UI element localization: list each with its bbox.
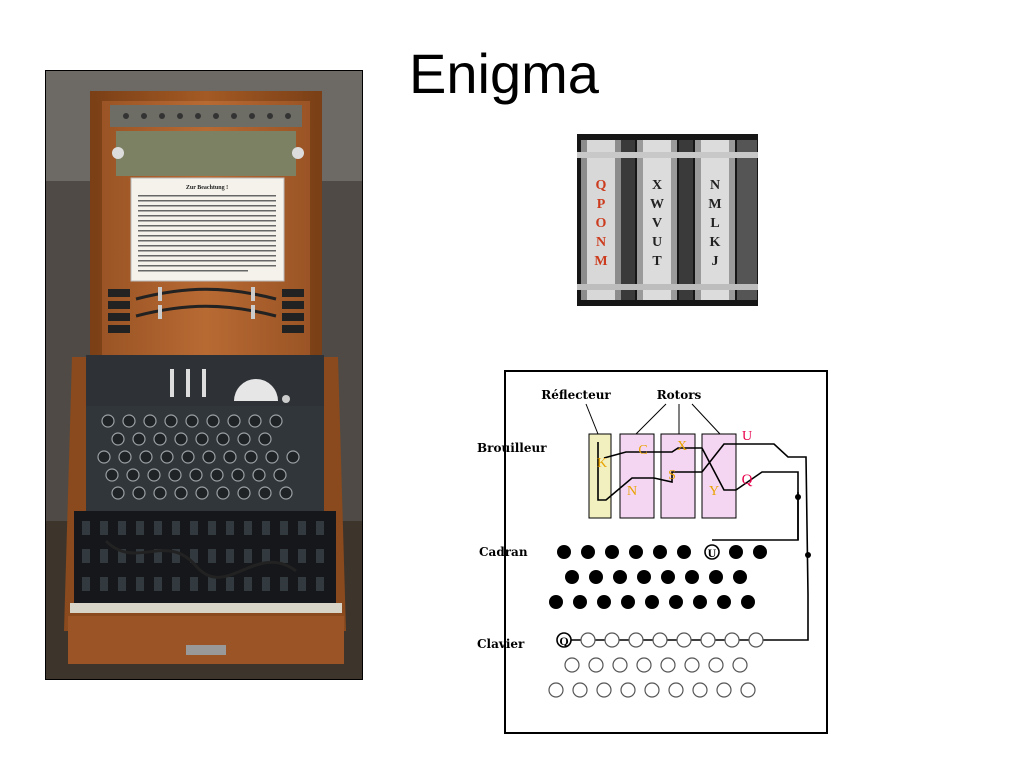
rotor1-letter-5: M — [594, 254, 607, 269]
slide-title: Enigma — [409, 42, 599, 105]
rotor2-bottom-letter: S — [668, 468, 676, 483]
rotor3-letter-3: L — [710, 216, 719, 231]
label-keyboard: Clavier — [477, 637, 525, 651]
label-lampboard: Cadran — [479, 545, 528, 559]
keyboard — [548, 632, 764, 698]
rotor1-letter-4: N — [596, 235, 606, 250]
output-letter-top: U — [742, 429, 752, 444]
enigma-machine-photo: Zur Beachtung ! — [45, 70, 363, 680]
enigma-wiring-diagram: Réflecteur Rotors Brouilleur K C N X S Y… — [504, 370, 828, 734]
label-scrambler-text: Brouilleur — [477, 441, 547, 455]
rotor2-letter-4: U — [652, 235, 662, 250]
rotor2-letter-5: T — [652, 254, 662, 269]
label-reflector: Réflecteur — [541, 388, 611, 402]
rotor1-letter-1: Q — [596, 178, 607, 193]
reflector — [588, 433, 612, 519]
instruction-card-heading: Zur Beachtung ! — [186, 185, 228, 191]
pressed-key-letter: Q — [559, 634, 568, 648]
pressed-key — [556, 632, 572, 648]
rotor2-letter-1: X — [652, 178, 662, 193]
rotor3-letter-1: N — [710, 178, 720, 193]
rotor3-letter-5: J — [712, 254, 719, 269]
rotor2-letter-3: V — [652, 216, 662, 231]
rotor1-letter-3: O — [596, 216, 607, 231]
reflector-letter: K — [597, 456, 607, 471]
rotor3-letter-4: K — [710, 235, 721, 250]
rotor1-letter-2: P — [597, 197, 606, 212]
rotor3-bottom-letter: Y — [709, 484, 719, 499]
lit-lamp — [704, 544, 720, 560]
rotor2-top-letter: X — [677, 439, 687, 454]
signal-path — [562, 442, 809, 641]
rotor1-top-letter: C — [638, 443, 647, 458]
rotor1-bottom-letter: N — [627, 484, 637, 499]
lampboard — [549, 545, 767, 609]
output-letter-right: Q — [742, 472, 753, 488]
label-rotors: Rotors — [657, 388, 702, 402]
rotor2-letter-2: W — [650, 197, 664, 212]
rotor-1 — [619, 433, 655, 519]
lit-lamp-letter: U — [708, 546, 717, 560]
rotor3-letter-2: M — [708, 197, 721, 212]
rotor-3 — [701, 433, 737, 519]
rotor-closeup-photo: Q P O N M X W V U T N M L K J — [577, 134, 758, 306]
